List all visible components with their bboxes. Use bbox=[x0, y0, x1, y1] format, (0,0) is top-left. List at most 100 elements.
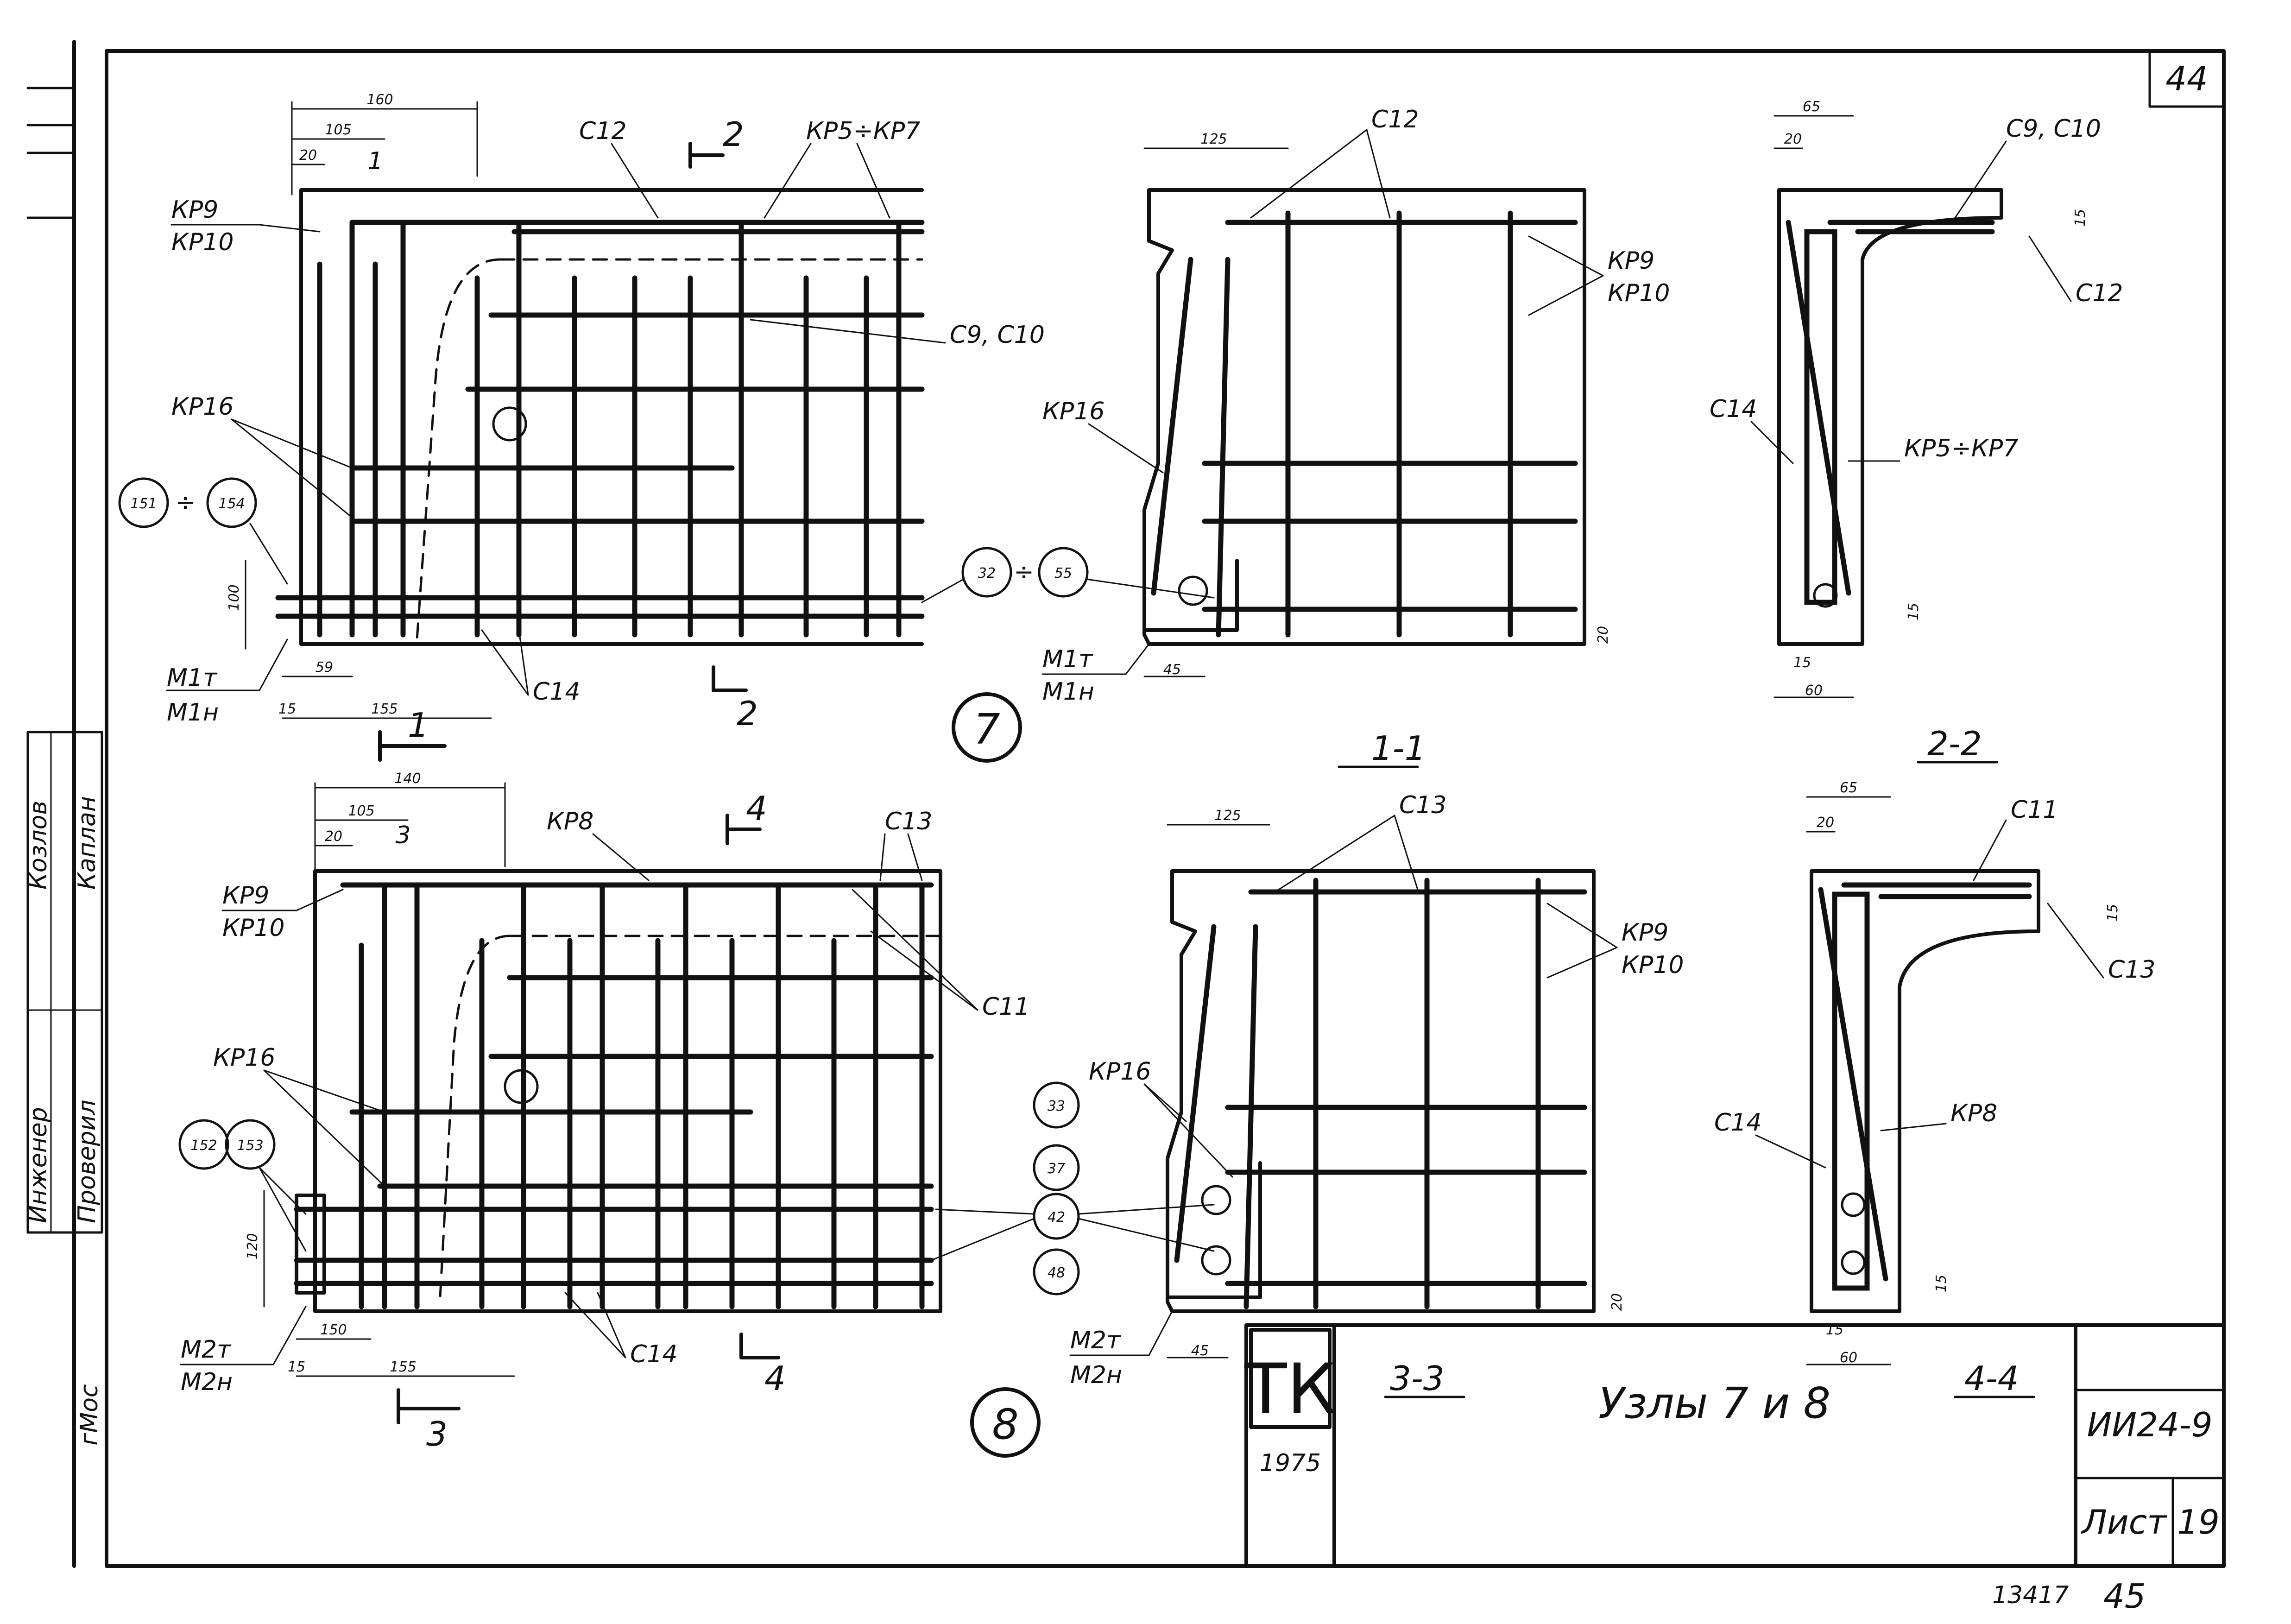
node8-label-c14: С14 bbox=[630, 1340, 677, 1368]
node8-hole bbox=[504, 1069, 539, 1104]
corner-number-box: 44 bbox=[2148, 50, 2225, 108]
node8-bubble-37 bbox=[1033, 1144, 1080, 1191]
node7-label-m1n: М1н bbox=[167, 699, 219, 727]
node7-marker bbox=[952, 692, 1022, 763]
series-code: ИИ24-9 bbox=[2087, 1405, 2212, 1444]
node8-elevation: 140 105 20 3 120 150 155 15 4 4 3 КР8 С1… bbox=[178, 771, 1215, 1458]
node7-label-kp9: КР9 bbox=[171, 196, 218, 224]
sheet-label: Лист bbox=[2081, 1503, 2168, 1542]
node8-label-c11: С11 bbox=[982, 993, 1029, 1021]
sec22-dim-20: 20 bbox=[1784, 131, 1802, 147]
node8-cut-3-bottom: 3 bbox=[426, 1415, 448, 1453]
sec22-label-kp5-kp7: КР5÷КР7 bbox=[1904, 435, 2018, 462]
sec44-dim-60: 60 bbox=[1840, 1350, 1857, 1366]
sec33-dim-20: 20 bbox=[1609, 1293, 1625, 1311]
node8-bubble-42 bbox=[1033, 1193, 1080, 1240]
sec22-label-c14: С14 bbox=[1710, 395, 1757, 423]
sec44-dim-20: 20 bbox=[1817, 815, 1834, 831]
sec22-title: 2-2 bbox=[1927, 724, 1982, 763]
node7-section-mark-1-top: 1 bbox=[367, 147, 383, 175]
node8-dim-150: 150 bbox=[320, 1322, 347, 1338]
sec11-dim-45: 45 bbox=[1163, 662, 1181, 678]
node8-marker-text: 8 bbox=[992, 1400, 1018, 1449]
node7-bubble-151 bbox=[118, 477, 169, 528]
sec44-dim-15b: 15 bbox=[1933, 1275, 1950, 1292]
sec33-label-kp16: КР16 bbox=[1089, 1058, 1151, 1086]
node8-dim-120: 120 bbox=[245, 1233, 261, 1259]
sec22-dim-15b: 15 bbox=[1906, 603, 1922, 620]
node7-cut-2-top: 2 bbox=[723, 115, 744, 154]
node8-dim-105: 105 bbox=[348, 803, 374, 819]
sec33-dim-45: 45 bbox=[1191, 1343, 1209, 1359]
node8-dim-20: 20 bbox=[325, 828, 342, 845]
node8-bubble-42-text: 42 bbox=[1048, 1209, 1065, 1226]
sec22-label-c9-c10: С9, С10 bbox=[2006, 115, 2101, 143]
node7-dim-105: 105 bbox=[325, 122, 351, 138]
sec22-dim-15c: 15 bbox=[1793, 655, 1811, 671]
section-2-2: 65 20 15 15 15 60 С9, С10 С12 С14 КР5÷КР… bbox=[1710, 99, 2123, 764]
sec33-label-kp9: КР9 bbox=[1622, 919, 1668, 947]
sec44-label-c11: С11 bbox=[2011, 796, 2058, 824]
sec44-dim-15a: 15 bbox=[2105, 904, 2121, 922]
node8-label-kp16: КР16 bbox=[213, 1044, 275, 1072]
node7-range-sep: ÷ bbox=[175, 489, 196, 517]
corner-number: 44 bbox=[2165, 59, 2208, 98]
sec44-label-c13: С13 bbox=[2108, 956, 2155, 984]
node8-vertical-bars bbox=[359, 882, 925, 1309]
sec11-label-kp16: КР16 bbox=[1042, 398, 1104, 425]
node7-dim-160: 160 bbox=[366, 92, 393, 108]
sec11-label-c12: С12 bbox=[1371, 106, 1419, 133]
sec33-dim-125: 125 bbox=[1214, 808, 1241, 824]
section-4-4: 65 20 15 15 15 60 С11 С13 С14 КР8 4-4 bbox=[1714, 780, 2155, 1398]
node8-bubble-37-text: 37 bbox=[1048, 1161, 1065, 1177]
stamp-role-checker: Проверил bbox=[73, 1100, 101, 1223]
sec33-title: 3-3 bbox=[1390, 1359, 1445, 1398]
sec44-label-kp8: КР8 bbox=[1950, 1100, 1997, 1127]
node8-bubble-48-text: 48 bbox=[1048, 1265, 1065, 1281]
section-1-1: 125 45 20 С12 КР9 КР10 КР16 М1т М1н 1-1 bbox=[1041, 106, 1670, 768]
sec22-dim-65: 65 bbox=[1803, 99, 1820, 115]
node8-dim-15: 15 bbox=[288, 1359, 305, 1375]
stamp-role-engineer: Инженер bbox=[25, 1107, 52, 1223]
sec44-title: 4-4 bbox=[1964, 1359, 2019, 1398]
node8-dimensions: 140 105 20 3 120 150 155 15 bbox=[245, 771, 515, 1377]
node8-label-kp8: КР8 bbox=[547, 808, 593, 835]
node8-bubble-33-text: 33 bbox=[1048, 1098, 1065, 1114]
node7-cut-2-bottom: 2 bbox=[737, 694, 758, 733]
node8-bubble-152 bbox=[178, 1119, 229, 1170]
stamp-name-1: Козлов bbox=[25, 801, 52, 890]
node7-bubble-55 bbox=[1038, 547, 1089, 598]
node7-label-kp16: КР16 bbox=[171, 393, 234, 421]
node7-bubble-154 bbox=[206, 477, 257, 528]
node7-bubble-55-text: 55 bbox=[1054, 565, 1072, 581]
node7-label-c12: С12 bbox=[579, 117, 626, 145]
node7-bubble-154-text: 154 bbox=[218, 496, 245, 512]
stamp-year: 1975 bbox=[1260, 1449, 1321, 1477]
node8-bubble-33 bbox=[1033, 1081, 1080, 1129]
stamp-name-2: Каплан bbox=[73, 796, 101, 890]
node8-cut-4-top: 4 bbox=[746, 789, 767, 828]
node8-bubble-48 bbox=[1033, 1248, 1080, 1295]
node7-label-kp10: КР10 bbox=[171, 228, 234, 256]
left-stamp: Инженер Проверил Козлов Каплан гМос bbox=[25, 731, 103, 1446]
node7-dim-155: 155 bbox=[371, 701, 398, 717]
sec22-dim-60: 60 bbox=[1805, 682, 1823, 699]
sec33-label-kp10: КР10 bbox=[1622, 951, 1684, 979]
node7-section-cuts: 2 2 1 bbox=[378, 115, 758, 762]
sec22-label-c12: С12 bbox=[2076, 279, 2123, 307]
sec11-title: 1-1 bbox=[1371, 729, 1426, 768]
node8-label-m2n: М2н bbox=[181, 1368, 233, 1396]
node7-dimensions: 160 105 20 1 100 59 155 15 bbox=[226, 92, 492, 719]
stamp-extra: гМос bbox=[76, 1384, 103, 1446]
node7-label-c9-c10: С9, С10 bbox=[950, 321, 1045, 349]
node7-label-c14: С14 bbox=[533, 678, 580, 706]
node8-label-m2t: М2т bbox=[181, 1336, 232, 1364]
sec22-dim-15a: 15 bbox=[2072, 209, 2089, 227]
node7-bubble-32-text: 32 bbox=[978, 565, 996, 581]
node7-range-sep-2: ÷ bbox=[1014, 558, 1034, 586]
sec33-label-m2n: М2н bbox=[1070, 1361, 1122, 1389]
node7-marker-text: 7 bbox=[973, 705, 1000, 754]
sec33-label-m2t: М2т bbox=[1070, 1327, 1121, 1354]
sec11-label-m1n: М1н bbox=[1042, 678, 1094, 706]
sec11-dim-20: 20 bbox=[1595, 626, 1611, 644]
